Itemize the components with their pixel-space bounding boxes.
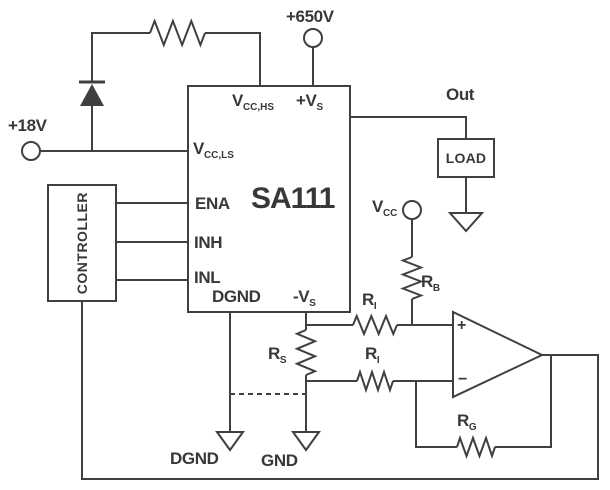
rg-resistor — [456, 434, 496, 460]
opamp-triangle — [452, 310, 545, 399]
vcc-label: VCC — [372, 197, 398, 219]
controller-box: CONTROLLER — [47, 184, 117, 302]
vcc-branch — [400, 200, 424, 325]
gnd-ground-symbol — [291, 431, 321, 452]
inverting-input-branch — [306, 368, 453, 394]
vcc-terminal-circle — [402, 200, 422, 220]
control-wires — [117, 202, 188, 281]
output-feedback-loop-wire — [81, 302, 599, 480]
pin-inh-label: INH — [194, 233, 223, 252]
load-box: LOAD — [437, 138, 495, 178]
bootstrap-branch — [79, 18, 261, 151]
pin-ena-label: ENA — [195, 194, 230, 213]
opamp-plus-input-sign: + — [457, 317, 467, 334]
hv-terminal-circle — [303, 28, 323, 48]
gnd-ground-label: GND — [261, 451, 298, 470]
rg-label: RG — [457, 411, 477, 433]
dgnd-ground-symbol — [215, 431, 245, 452]
out-label: Out — [446, 85, 475, 104]
feedback-wire-down — [495, 355, 552, 448]
feedback-branch — [415, 355, 552, 460]
pin-inl-label: INL — [194, 268, 221, 287]
ri-lower-resistor — [356, 368, 394, 394]
ls-supply-label: +18V — [8, 116, 47, 135]
diode-to-resistor-wire — [91, 32, 150, 81]
resistor-to-chip-wire — [205, 32, 261, 86]
rb-resistor — [400, 256, 424, 300]
pin-vccls-label: VCC,LS — [193, 139, 234, 161]
sense-branch — [230, 312, 321, 452]
pin-dgnd-label: DGND — [212, 287, 261, 306]
rb-label: RB — [421, 272, 441, 294]
controller-label: CONTROLLER — [74, 191, 90, 295]
pin-vs-plus-label: +VS — [296, 91, 324, 113]
load-ground-symbol — [447, 212, 485, 233]
ri-upper-resistor — [352, 313, 398, 337]
out-wire — [350, 116, 467, 138]
noninverting-input-branch — [306, 313, 453, 337]
dgnd-ground-label: DGND — [170, 449, 219, 468]
chip-name: SA111 — [251, 182, 335, 215]
rs-label: RS — [268, 344, 287, 366]
pin-vs-minus-label: -VS — [293, 287, 316, 309]
bootstrap-resistor — [149, 18, 206, 48]
feedback-wire-up — [415, 381, 457, 448]
ri-upper-label: RI — [362, 290, 377, 312]
opamp-minus-input-sign: − — [458, 371, 468, 388]
chip-body — [187, 85, 351, 313]
hv-supply-label: +650V — [286, 7, 334, 26]
diode-symbol — [80, 84, 104, 106]
hv-supply-terminal — [303, 28, 323, 86]
load-label: LOAD — [445, 150, 487, 166]
pin-vcchs-label: VCC,HS — [232, 91, 275, 113]
dgnd-branch — [215, 312, 245, 452]
ls-terminal-circle — [21, 141, 41, 161]
ls-supply-terminal — [21, 141, 188, 161]
rs-resistor — [294, 329, 318, 376]
ri-lower-label: RI — [365, 344, 380, 366]
output-branch — [350, 116, 485, 233]
